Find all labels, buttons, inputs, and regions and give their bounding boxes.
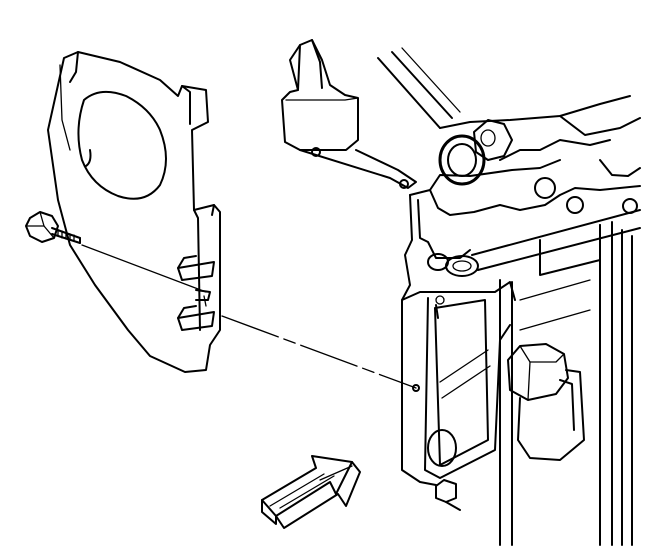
leader-lines (81, 244, 420, 392)
cover-plate (47, 51, 221, 373)
direction-arrow (261, 455, 361, 529)
engine-block (281, 39, 641, 546)
bolt (25, 211, 81, 244)
